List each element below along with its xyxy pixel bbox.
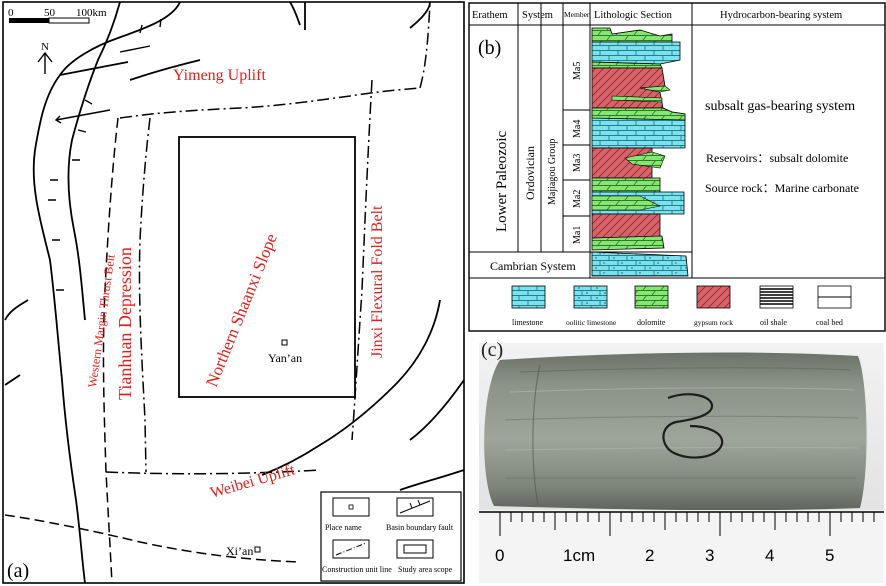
- label-tianhuan-depression: Tianhuan Depression: [115, 247, 135, 400]
- scale-bar: 0 50 100km: [8, 7, 107, 24]
- legend-dolomite-swatch: [634, 285, 669, 309]
- header-member: Member: [564, 10, 590, 19]
- lithologic-column: [591, 27, 689, 277]
- xian-marker: [254, 546, 261, 553]
- member-ma3: Ma3: [572, 154, 583, 172]
- ruler-3: 3: [705, 546, 714, 565]
- legend-coal-swatch: [817, 285, 852, 309]
- legend-gypsum-rock: gypsum rock: [694, 318, 733, 327]
- map-legend: Place name Basin boundary fault Construc…: [320, 491, 462, 582]
- ruler-4: 4: [765, 546, 774, 565]
- hcs-source-rock: Source rock：Marine carbonate: [705, 181, 859, 195]
- header-system: System: [522, 10, 553, 21]
- header-erathem: Erathem: [472, 10, 508, 21]
- legend-coal-bed: coal bed: [816, 318, 843, 327]
- scale-label-50: 50: [44, 7, 56, 19]
- panel-c-core-photo: 0 1cm 2 3 4 5 (c): [479, 339, 884, 583]
- yanan-marker: [281, 339, 288, 346]
- north-arrow-icon: N: [37, 41, 53, 74]
- fault-ticks: [48, 18, 162, 291]
- ruler-2: 2: [645, 546, 654, 565]
- member-ma1: Ma1: [572, 226, 583, 244]
- legend-limestone: limestone: [512, 318, 544, 327]
- legend-oil-shale-swatch: [759, 285, 794, 309]
- panel-c-label: (c): [481, 339, 503, 361]
- erathem-lower-paleozoic: Lower Paleozoic: [494, 130, 510, 232]
- group-majiagou: Majiagou Group: [547, 139, 558, 205]
- legend-basin-fault: Basin boundary fault: [386, 523, 454, 532]
- legend-study-area: Study area scope: [398, 565, 453, 574]
- legend-construction-line: Construction unit line: [322, 565, 392, 574]
- header-hcs: Hydrocarbon-bearing system: [720, 10, 842, 21]
- fault-arrows: [54, 45, 151, 124]
- panel-b-label: (b): [478, 37, 501, 59]
- legend-gypsum-swatch: [696, 285, 731, 309]
- panel-a-label: (a): [7, 560, 29, 582]
- panel-a-map: 0 50 100km N: [2, 1, 465, 584]
- legend-limestone-swatch: [511, 285, 546, 309]
- member-ma5: Ma5: [572, 62, 583, 80]
- place-yanan: Yan’an: [268, 351, 302, 365]
- svg-text:N: N: [41, 41, 49, 53]
- ruler-0: 0: [495, 546, 504, 565]
- system-ordovician: Ordovician: [523, 146, 537, 200]
- label-jinxi-belt: Jinxi Flexural Fold Belt: [369, 205, 386, 358]
- ruler: 0 1cm 2 3 4 5: [479, 510, 884, 583]
- ruler-1cm: 1cm: [563, 546, 595, 565]
- member-ma2: Ma2: [572, 190, 583, 208]
- panel-b-stratigraphy: Erathem System Member Lithologic Section…: [468, 2, 886, 332]
- legend-dolomite: dolomite: [637, 318, 666, 327]
- basin-boundary-faults: [4, 1, 465, 584]
- map-frame: [2, 1, 465, 584]
- member-ma4: Ma4: [572, 120, 583, 138]
- hcs-title: subsalt gas-bearing system: [705, 99, 855, 114]
- place-xian: Xi’an: [226, 544, 253, 558]
- scale-label-100: 100km: [76, 7, 107, 19]
- legend-place-name: Place name: [325, 523, 362, 532]
- ruler-5: 5: [825, 546, 834, 565]
- hcs-reservoirs: Reservoirs：subsalt dolomite: [706, 151, 848, 165]
- legend-oolitic-swatch: [573, 285, 608, 309]
- lithology-legend: limestone oolitic limestone dolomite gyp…: [511, 285, 852, 327]
- ruler-ticks: [499, 512, 875, 536]
- legend-oil-shale: oil shale: [760, 318, 787, 327]
- scale-label-0: 0: [8, 7, 14, 19]
- study-area-box: [178, 136, 356, 398]
- cambrian-system: Cambrian System: [490, 259, 576, 273]
- core-sample: [484, 352, 867, 511]
- label-yimeng-uplift: Yimeng Uplift: [173, 67, 266, 84]
- header-lithologic-section: Lithologic Section: [594, 10, 673, 21]
- legend-oolitic-limestone: oolitic limestone: [566, 318, 617, 327]
